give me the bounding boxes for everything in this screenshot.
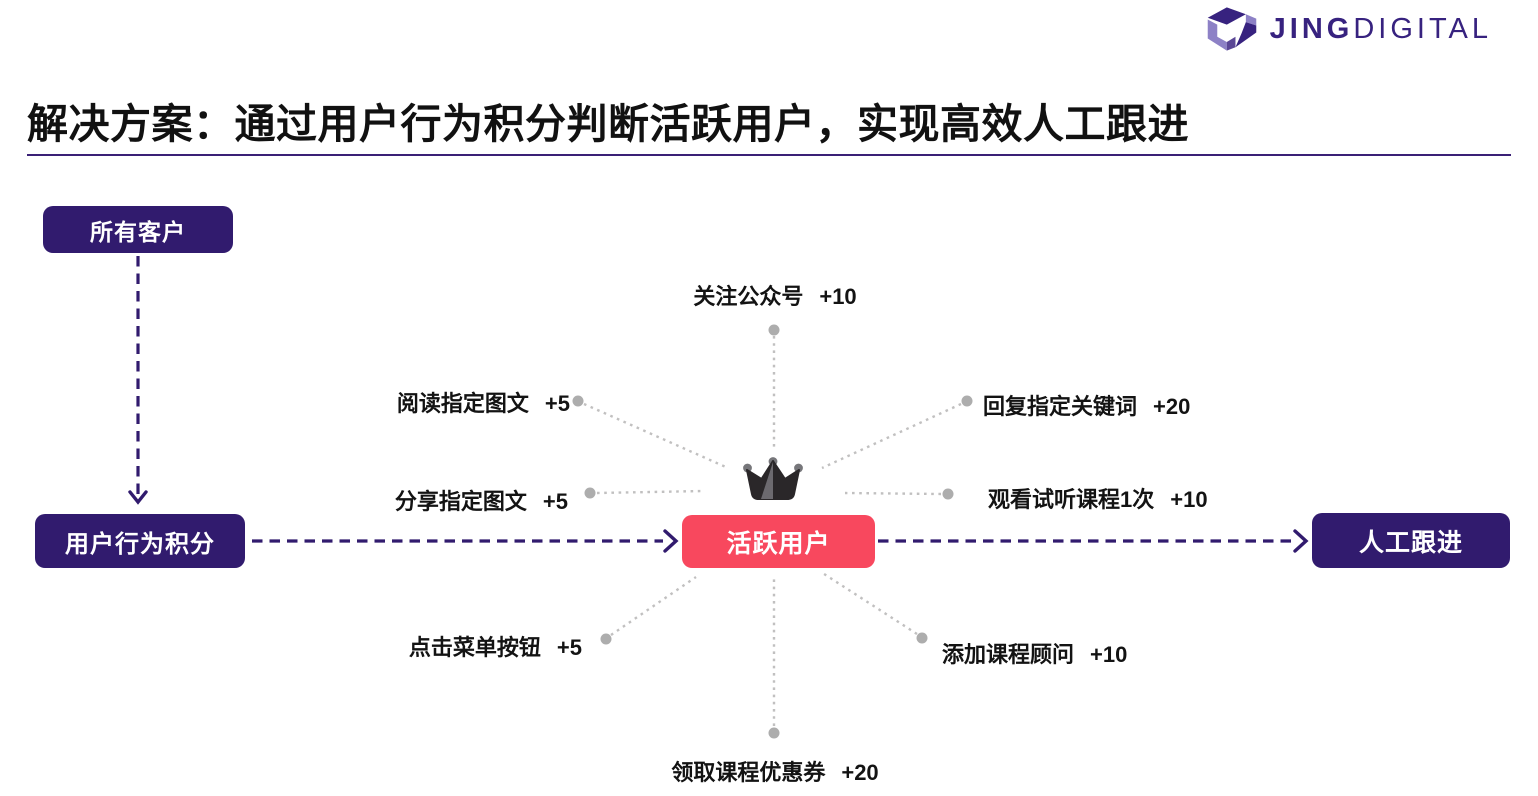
brand-name-bold: JING [1269, 12, 1354, 45]
node-manual-followup: 人工跟进 [1312, 513, 1510, 568]
node-all-customers: 所有客户 [43, 206, 233, 253]
score-follow-official-account: 关注公众号 +10 [693, 279, 856, 311]
score-label: 分享指定图文 [394, 489, 527, 514]
score-points: +10 [1170, 487, 1208, 512]
score-label: 回复指定关键词 [983, 394, 1138, 419]
score-label: 领取课程优惠券 [671, 760, 826, 785]
arrow-points-to-active-user [252, 529, 679, 553]
node-active-user: 活跃用户 [682, 515, 875, 568]
score-rays [583, 336, 962, 726]
brand-logo: JINGDIGITAL [1206, 6, 1492, 52]
arrow-all-customers-to-points [128, 256, 148, 505]
score-share-article: 分享指定图文 +5 [395, 484, 568, 516]
score-label: 关注公众号 [693, 284, 804, 309]
score-points: +5 [544, 391, 570, 416]
score-points: +10 [819, 284, 857, 309]
score-label: 阅读指定图文 [396, 391, 529, 416]
score-ray-dots [572, 324, 973, 739]
page-title: 解决方案：通过用户行为积分判断活跃用户，实现高效人工跟进 [27, 101, 1189, 147]
score-points: +5 [542, 489, 568, 514]
score-label: 点击菜单按钮 [408, 635, 541, 660]
brand-name-light: DIGITAL [1353, 12, 1492, 45]
score-points: +20 [1153, 394, 1191, 419]
crown-icon [743, 457, 803, 500]
node-behavior-points: 用户行为积分 [35, 514, 245, 568]
score-label: 观看试听课程1次 [988, 487, 1155, 512]
score-claim-coupon: 领取课程优惠券 +20 [671, 755, 878, 787]
score-points: +5 [556, 635, 582, 660]
score-label: 添加课程顾问 [942, 642, 1075, 667]
arrow-active-user-to-manual [878, 529, 1309, 553]
jingdigital-logo-icon [1207, 7, 1256, 51]
score-reply-keyword: 回复指定关键词 +20 [983, 389, 1190, 421]
brand-name: JINGDIGITAL [1270, 13, 1492, 46]
score-points: +20 [841, 760, 879, 785]
title-underline [27, 154, 1511, 156]
score-read-article: 阅读指定图文 +5 [397, 386, 570, 418]
score-add-course-advisor: 添加课程顾问 +10 [942, 637, 1127, 669]
score-watch-trial-course: 观看试听课程1次 +10 [988, 482, 1208, 514]
score-points: +10 [1090, 642, 1128, 667]
score-click-menu-button: 点击菜单按钮 +5 [409, 630, 582, 662]
